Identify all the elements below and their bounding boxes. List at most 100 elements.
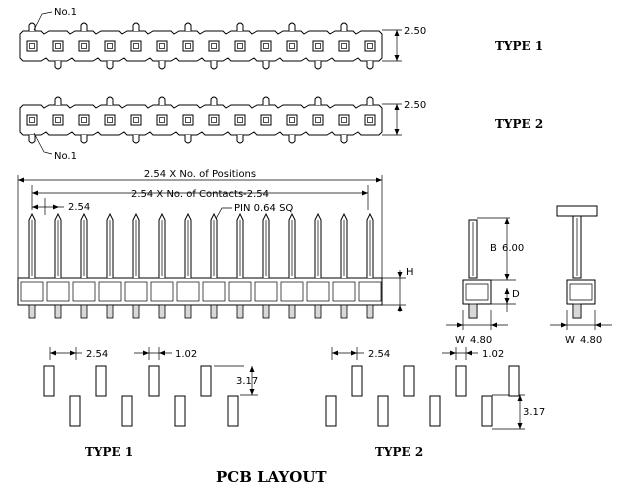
- pin-tail: [106, 61, 114, 70]
- positions-dimension: [17, 175, 383, 278]
- pin-square-outer: [104, 114, 116, 126]
- pin-square-inner: [367, 43, 373, 49]
- type2-top-view: [19, 96, 383, 144]
- pin-square-outer: [234, 114, 246, 126]
- pin-square-inner: [159, 43, 165, 49]
- pcb-hole: [174, 395, 186, 427]
- pcb1-offset-label: 3.17: [236, 376, 258, 387]
- pcb-hole: [148, 365, 160, 397]
- front-pin-lower: [80, 304, 88, 319]
- type1-height-label: 2.50: [404, 26, 426, 37]
- side-view-type1: [446, 217, 516, 330]
- pin-square-inner: [107, 117, 113, 123]
- pin-label: PIN 0.64 SQ: [234, 203, 293, 214]
- pcb-type1-title: TYPE 1: [85, 445, 133, 459]
- pcb-hole: [95, 365, 107, 397]
- pin-square-inner: [341, 117, 347, 123]
- pin-square-outer: [338, 40, 350, 52]
- pin-tail: [236, 22, 244, 31]
- pin-square-inner: [211, 117, 217, 123]
- pin-square-outer: [208, 40, 220, 52]
- h-dimension: [382, 270, 406, 312]
- front-body: [17, 277, 383, 306]
- pin-square-outer: [52, 114, 64, 126]
- pin-square-inner: [289, 43, 295, 49]
- type1-top-view: [19, 22, 383, 70]
- pin-tail: [262, 61, 270, 70]
- contacts-label: 2.54 X No. of Contacts-2.54: [131, 189, 269, 200]
- front-housing-cell: [332, 281, 356, 302]
- pin-square-inner: [211, 43, 217, 49]
- pin-square-inner: [107, 43, 113, 49]
- pcb1-pitch-label: 2.54: [86, 349, 108, 360]
- pin-square-inner: [237, 43, 243, 49]
- pitch-label: 2.54: [68, 202, 90, 213]
- pcb-hole: [121, 395, 133, 427]
- w2-label: W: [565, 335, 575, 346]
- pin-tail: [288, 135, 296, 144]
- pin-tail: [54, 61, 62, 70]
- pin-tail: [158, 96, 166, 105]
- pin-square-outer: [364, 40, 376, 52]
- pin-square-outer: [78, 114, 90, 126]
- pcb-hole: [200, 365, 212, 397]
- front-pin-lower: [106, 304, 114, 319]
- pin-tail: [210, 61, 218, 70]
- pin-tail: [314, 96, 322, 105]
- front-housing-cell: [358, 281, 382, 302]
- pcb-type2: [325, 347, 525, 430]
- pin-tail: [340, 135, 348, 144]
- front-view: [17, 212, 383, 319]
- front-pin-lower: [28, 304, 36, 319]
- pin-square-inner: [185, 43, 191, 49]
- pin-square-outer: [182, 40, 194, 52]
- pin-square-outer: [286, 114, 298, 126]
- pin-square-inner: [185, 117, 191, 123]
- front-pin-lower: [366, 304, 374, 319]
- pcb-hole: [455, 365, 467, 397]
- w1-label: W: [455, 335, 465, 346]
- pin-square-inner: [315, 43, 321, 49]
- pin-square-outer: [130, 40, 142, 52]
- pin-tail: [28, 22, 36, 31]
- front-pin-lower: [210, 304, 218, 319]
- pin-tail: [80, 22, 88, 31]
- front-housing-cell: [98, 281, 122, 302]
- pin-square-inner: [367, 117, 373, 123]
- pin-square-outer: [234, 40, 246, 52]
- pin-tail: [210, 96, 218, 105]
- pin-tail: [366, 61, 374, 70]
- front-pin-lower: [236, 304, 244, 319]
- pin-tail: [340, 22, 348, 31]
- pcb-hole: [43, 365, 55, 397]
- front-housing-cell: [72, 281, 96, 302]
- no1-bottom-label: No.1: [54, 151, 77, 162]
- pin-square-outer: [26, 114, 38, 126]
- front-housing-cell: [280, 281, 304, 302]
- front-pin-lower: [314, 304, 322, 319]
- pcb-type2-title: TYPE 2: [375, 445, 423, 459]
- pin-square-outer: [338, 114, 350, 126]
- pin-square-inner: [263, 43, 269, 49]
- pcb-type1: [43, 347, 258, 427]
- pcb-hole: [69, 395, 81, 427]
- pitch-dimension: [32, 198, 64, 215]
- b-value: 6.00: [502, 243, 524, 254]
- pin-tail: [132, 22, 140, 31]
- type2-height-dimension: [382, 103, 402, 136]
- pcb-hole: [227, 395, 239, 427]
- contacts-dimension: [31, 185, 369, 210]
- pin-square-inner: [133, 43, 139, 49]
- pin-square-inner: [159, 117, 165, 123]
- pin-square-inner: [81, 117, 87, 123]
- pin-square-outer: [260, 40, 272, 52]
- type1-title: TYPE 1: [495, 39, 543, 53]
- front-housing-cell: [150, 281, 174, 302]
- pin-tail: [132, 135, 140, 144]
- h-label: H: [406, 267, 414, 278]
- pcb-hole: [429, 395, 441, 427]
- pin-square-outer: [156, 40, 168, 52]
- w2-value: 4.80: [580, 335, 602, 346]
- pin-tail: [184, 135, 192, 144]
